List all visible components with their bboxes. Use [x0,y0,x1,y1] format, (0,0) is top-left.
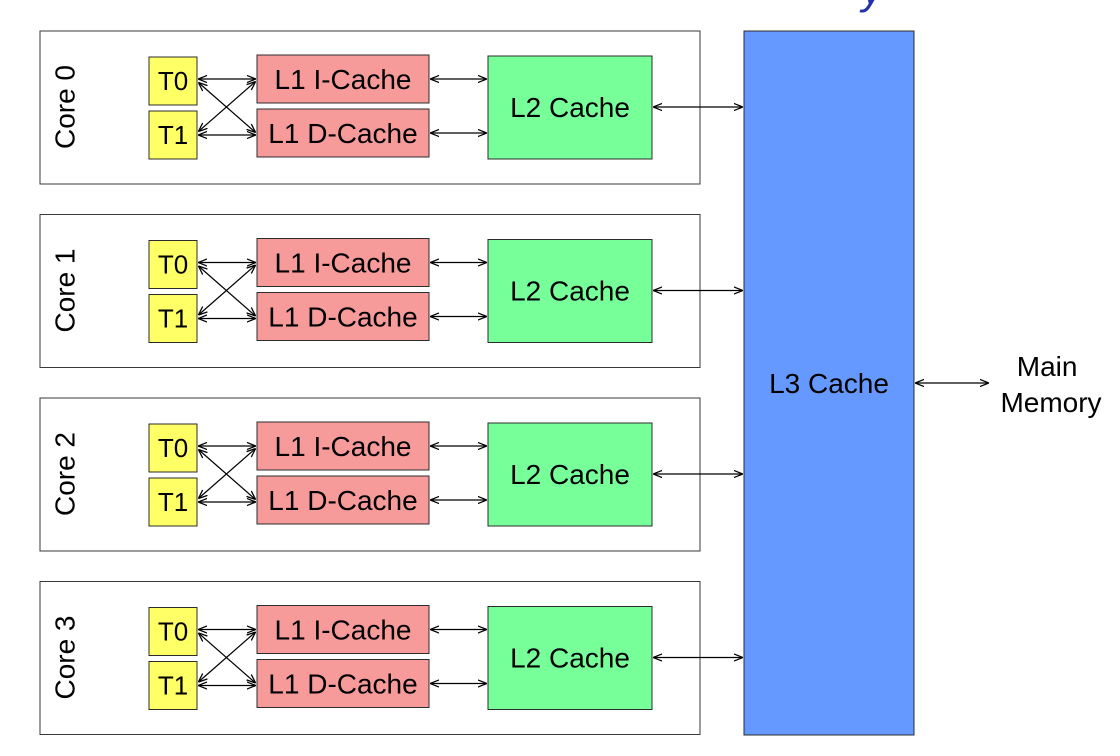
thread-t1-box [148,294,198,343]
l2-cache-label: L2 Cache [510,92,630,123]
l1-dcache-label: L1 D-Cache [268,669,417,700]
l1-icache-box [256,421,430,471]
l1-icache-label: L1 I-Cache [275,615,412,646]
l2-cache-box [487,422,653,527]
l1-dcache-box [256,475,430,525]
l3-cache-box [743,30,915,736]
core-label: Core 2 [50,432,81,516]
thread-t1-label: T1 [158,304,188,334]
thread-t0-label: T0 [158,66,188,96]
thread-t0-label: T0 [158,250,188,280]
main-memory-line-1: Main [1017,351,1078,382]
l1-dcache-box [256,659,430,708]
l1-icache-label: L1 I-Cache [275,248,412,279]
main-memory-line-2: Memory [1000,387,1101,418]
thread-t1-box [148,110,198,160]
l2-cache-box [487,55,653,160]
thread-t0-box [148,423,198,473]
l1-icache-box [256,238,430,287]
l1-icache-label: L1 I-Cache [275,431,412,462]
l1-dcache-label: L1 D-Cache [268,485,417,516]
t1-l1i-arrow [199,449,255,498]
l1-dcache-box [256,108,430,158]
l2-cache-box [487,239,653,343]
t1-l1i-arrow [199,82,255,131]
thread-t0-label: T0 [158,617,188,647]
l2-cache-label: L2 Cache [510,643,630,674]
l2-cache-box [487,606,653,710]
thread-t1-box [148,477,198,527]
core-label: Core 3 [50,615,81,699]
thread-t0-box [148,240,198,289]
thread-t1-label: T1 [158,487,188,517]
thread-t0-label: T0 [158,433,188,463]
l1-icache-box [256,605,430,654]
l1-dcache-label: L1 D-Cache [268,118,417,149]
thread-t1-label: T1 [158,671,188,701]
thread-t1-label: T1 [158,120,188,150]
thread-t1-box [148,661,198,710]
thread-t0-box [148,607,198,656]
title-fragment: y [859,0,886,13]
core-label: Core 0 [50,65,81,149]
thread-t0-box [148,56,198,106]
core-label: Core 1 [50,248,81,332]
l1-dcache-box [256,292,430,341]
t1-l1i-arrow [199,266,255,315]
l3-cache-label: L3 Cache [769,368,889,399]
main-memory-label: Main Memory [1000,351,1101,418]
l1-icache-label: L1 I-Cache [275,64,412,95]
l2-cache-label: L2 Cache [510,459,630,490]
t1-l1i-arrow [199,633,255,682]
l1-dcache-label: L1 D-Cache [268,302,417,333]
l1-icache-box [256,54,430,104]
l2-cache-label: L2 Cache [510,276,630,307]
